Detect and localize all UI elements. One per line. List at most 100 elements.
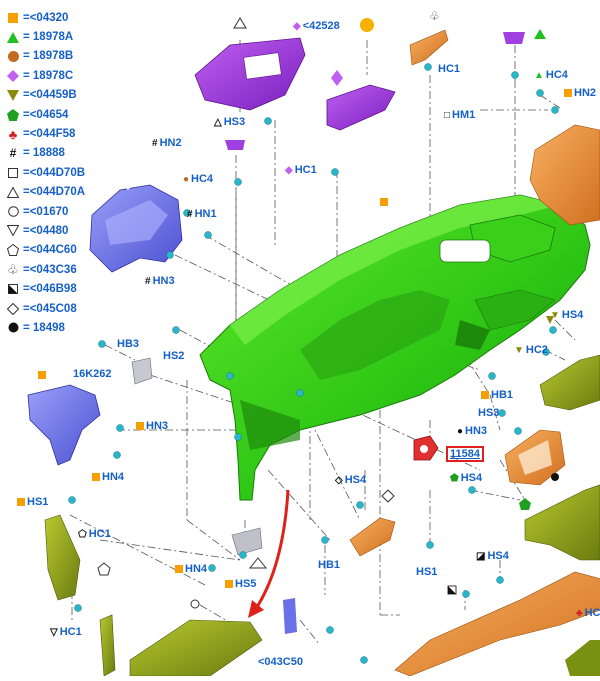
callout-hc4-top: ▲HC4 bbox=[534, 69, 568, 81]
callout-hs3-right: HS3 bbox=[478, 407, 500, 419]
outline-pentagon-icon bbox=[6, 243, 20, 257]
legend-row: =<045C08 bbox=[6, 299, 116, 318]
callout-hn4-mid: HN4 bbox=[92, 471, 124, 483]
red-club-icon: ♣ bbox=[8, 126, 18, 142]
legend-row: ♧ =<043C36 bbox=[6, 260, 116, 279]
callout-hm1: □HM1 bbox=[444, 109, 476, 121]
callout-hs4-mid: ⬟HS4 bbox=[450, 472, 483, 484]
callout-hb3: HB3 bbox=[117, 338, 140, 350]
outline-club-icon: ♧ bbox=[7, 261, 19, 277]
legend-code: =<04320 bbox=[23, 11, 69, 24]
legend-code: =<044F58 bbox=[23, 128, 76, 141]
callout-hs4-right: ▼HS4 bbox=[550, 309, 584, 321]
callout-symbols: ♧ bbox=[38, 9, 559, 609]
callout-043c50: <043C50 bbox=[258, 656, 303, 668]
orange-vent-frame bbox=[504, 429, 566, 486]
legend-code: = 18498 bbox=[23, 321, 65, 334]
outline-square-icon bbox=[6, 166, 20, 180]
callout-hs5: HS5 bbox=[225, 578, 256, 590]
legend-row: = 18978A bbox=[6, 27, 116, 46]
metal-bracket-hs5 bbox=[231, 527, 263, 556]
green-triangle-icon bbox=[6, 30, 20, 44]
olive-left-strip bbox=[99, 614, 116, 677]
red-part-11584 bbox=[413, 435, 439, 461]
callout-hb1-lower: HB1 bbox=[318, 559, 341, 571]
callout-hc1-lower: ⬠HC1 bbox=[78, 528, 111, 540]
olive-down-triangle-icon bbox=[6, 88, 20, 102]
legend-code: =<04480 bbox=[23, 224, 69, 237]
legend-code: =<046B98 bbox=[23, 283, 77, 296]
olive-right-panel bbox=[524, 354, 600, 561]
callout-hs4-center: ◇HS4 bbox=[335, 474, 367, 486]
legend-row: =<04320 bbox=[6, 8, 116, 27]
callout-hn3-left: # HN3 bbox=[145, 275, 175, 287]
callout-hs2: HS2 bbox=[163, 350, 185, 362]
legend-row: =<044D70B bbox=[6, 163, 116, 182]
legend-code: = 18978B bbox=[23, 50, 74, 63]
legend-code: = 18978C bbox=[23, 69, 74, 82]
yellow-fastener bbox=[360, 18, 374, 32]
orange-lower-trim bbox=[394, 571, 600, 677]
black-circle-icon bbox=[6, 321, 20, 335]
blue-clip-part bbox=[283, 598, 297, 634]
outline-circle-icon bbox=[6, 205, 20, 219]
orange-square-icon bbox=[6, 11, 20, 25]
legend-row: ♣ =<044F58 bbox=[6, 124, 116, 143]
callout-hn4-lower: HN4 bbox=[175, 563, 207, 575]
legend-code: =<045C08 bbox=[23, 302, 77, 315]
callout-hs1-lower: HS1 bbox=[416, 566, 438, 578]
purple-vent-small bbox=[225, 32, 525, 150]
legend-code: =<044D70A bbox=[23, 186, 86, 199]
callout-hn3-mid: HN3 bbox=[136, 420, 168, 432]
legend-row: =<044D70A bbox=[6, 183, 116, 202]
legend-code: =<01670 bbox=[23, 205, 69, 218]
legend-row: # = 18888 bbox=[6, 144, 116, 163]
legend-row: =<046B98 bbox=[6, 279, 116, 298]
legend-code: =<04459B bbox=[23, 89, 77, 102]
legend-code: = 18888 bbox=[23, 147, 65, 160]
purple-speaker-cover bbox=[326, 84, 396, 131]
red-direction-arrow bbox=[253, 489, 290, 611]
hash-icon: # bbox=[9, 146, 17, 161]
callout-hb1-right: HB1 bbox=[481, 389, 513, 401]
instrument-panel-main bbox=[199, 194, 591, 501]
half-square-icon bbox=[6, 282, 20, 296]
legend-row: = 18498 bbox=[6, 318, 116, 337]
callout-hn2-left: # HN2 bbox=[152, 137, 182, 149]
legend-row: =<044C60 bbox=[6, 241, 116, 260]
callout-hn1: # HN1 bbox=[187, 208, 217, 220]
svg-text:♧: ♧ bbox=[429, 9, 440, 23]
olive-left-end-panel bbox=[44, 514, 81, 601]
outline-down-triangle-icon bbox=[6, 224, 20, 238]
callout-hc2: ▼HC2 bbox=[514, 344, 548, 356]
legend-code: =<043C36 bbox=[23, 263, 77, 276]
legend-row: =<01670 bbox=[6, 202, 116, 221]
purple-diamond-icon bbox=[6, 69, 20, 83]
orange-small-frame bbox=[349, 517, 396, 557]
outline-triangle-icon bbox=[6, 185, 20, 199]
callout-hc1-top: HC1 bbox=[438, 63, 461, 75]
legend-code: =<044C60 bbox=[23, 244, 77, 257]
olive-lower-panel bbox=[129, 619, 263, 677]
callout-16k262: 16K262 bbox=[73, 368, 112, 380]
purple-upper-trim bbox=[194, 37, 306, 111]
legend-row: = 18978C bbox=[6, 66, 116, 85]
callout-hs1-left: HS1 bbox=[17, 496, 48, 508]
legend-code: =<04654 bbox=[23, 108, 69, 121]
blue-bracket-lower bbox=[27, 384, 101, 466]
legend-row: =<04654 bbox=[6, 105, 116, 124]
green-pentagon-icon bbox=[6, 108, 20, 122]
teal-fasteners bbox=[68, 63, 559, 664]
olive-corner-part bbox=[565, 640, 600, 676]
legend-row: =<04459B bbox=[6, 86, 116, 105]
orange-upper-trim bbox=[409, 29, 449, 66]
brown-circle-icon bbox=[6, 49, 20, 63]
callout-hs3-top: △HS3 bbox=[214, 116, 246, 128]
red-arrowhead bbox=[248, 600, 264, 618]
outline-diamond-icon bbox=[6, 302, 20, 316]
callout-11584: 11584 bbox=[446, 446, 484, 462]
blue-bracket-upper bbox=[89, 184, 183, 273]
callout-hc4-mid: ●HC4 bbox=[183, 173, 214, 185]
